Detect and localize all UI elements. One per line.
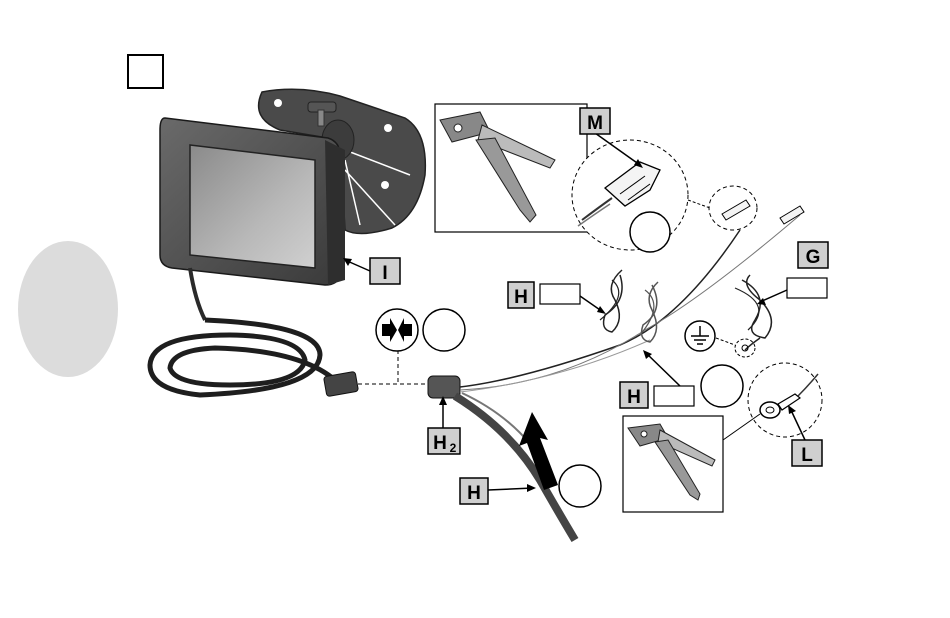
label-h-mid-text: H [627,387,641,408]
connect-arrows-icon [376,309,418,351]
step-circle-1 [423,309,465,351]
crimp-tool-panel-bottom [623,414,760,512]
label-cable-h-bottom: H [460,478,536,504]
ground-ring-detail [735,339,755,357]
label-monitor-text: I [382,263,387,284]
label-m-text: M [587,113,603,134]
label-wire-h-top: H [508,282,606,314]
label-wire-h-mid: H [620,350,694,408]
crimp-terminal-detail [572,140,688,252]
label-connector-h2: H 2 [428,396,460,455]
side-tab-oval [18,241,118,377]
label-h-top-text: H [514,287,528,308]
label-h2-main: H [433,433,447,454]
ring-terminal-detail [748,363,822,437]
step-number-box [128,55,163,88]
label-wire-g: G [757,242,828,305]
spade-terminals-detail [688,186,804,230]
label-h2-sub: 2 [450,441,457,455]
step-circle-3 [701,365,743,407]
label-h-bottom-text: H [467,483,481,504]
connection-dashed-line [358,350,430,384]
coiled-wire-g [735,275,771,350]
monitor-assembly [150,89,425,396]
coiled-wire-h-top [600,270,622,332]
ground-symbol-icon [685,321,715,351]
label-monitor: I [343,258,400,284]
label-l-text: L [801,445,813,466]
label-g-text: G [806,247,821,268]
step-circle-2 [559,465,601,507]
step-circle-4 [630,212,670,252]
